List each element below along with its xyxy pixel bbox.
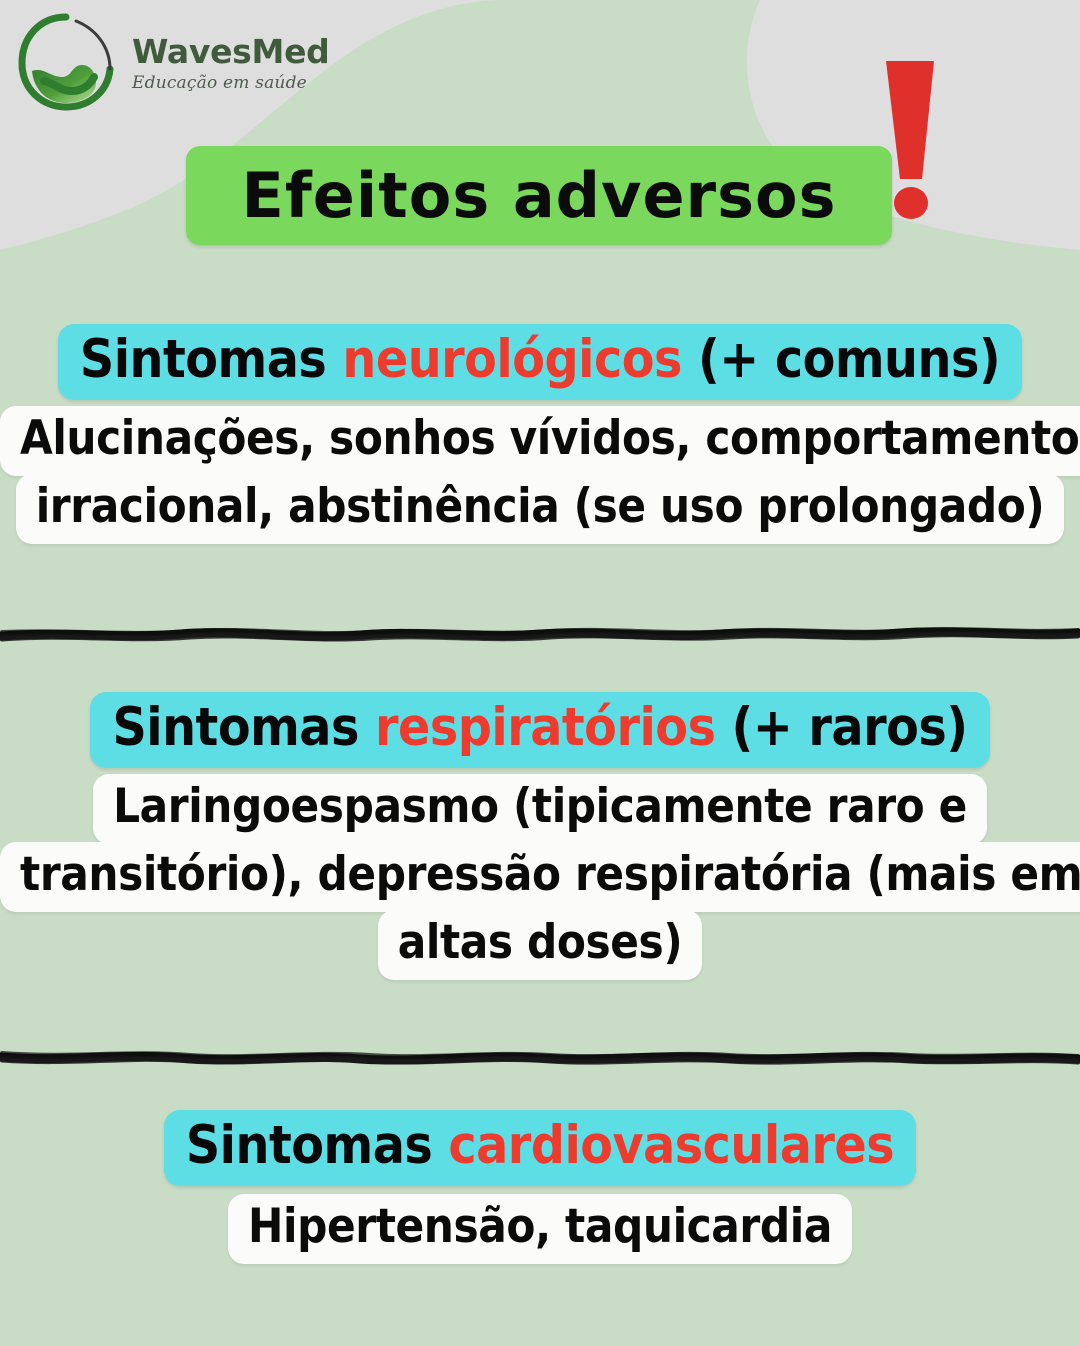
heading-suffix: (+ raros) (715, 697, 969, 758)
body-line: Hipertensão, taquicardia (228, 1194, 852, 1264)
body-line: altas doses) (377, 909, 703, 980)
heading-highlight: cardiovasculares (448, 1115, 895, 1176)
body-line-wrap: Alucinações, sonhos vívidos, comportamen… (0, 406, 1080, 476)
section-heading-row: Sintomas cardiovasculares (0, 1110, 1080, 1187)
heading-suffix: (+ comuns) (681, 329, 1001, 390)
section-body: Laringoespasmo (tipicamente raro e trans… (0, 774, 1080, 980)
section-heading-row: Sintomas neurológicos (+ comuns) (0, 324, 1080, 401)
heading-highlight: respiratórios (374, 697, 716, 758)
body-line-wrap: irracional, abstinência (se uso prolonga… (0, 473, 1080, 544)
body-line: Alucinações, sonhos vívidos, comportamen… (0, 406, 1080, 476)
body-line-wrap: Laringoespasmo (tipicamente raro e (0, 774, 1080, 844)
section-body: Hipertensão, taquicardia (0, 1194, 1080, 1264)
section-divider (0, 1044, 1080, 1070)
heading-prefix: Sintomas (79, 329, 343, 390)
section-neurologicos: Sintomas neurológicos (+ comuns) Alucina… (0, 324, 1080, 544)
body-line-wrap: altas doses) (0, 909, 1080, 980)
brand-logo: WavesMed Educação em saúde (10, 8, 410, 118)
heading-prefix: Sintomas (112, 697, 375, 758)
section-heading-row: Sintomas respiratórios (+ raros) (0, 692, 1080, 769)
page-title: Efeitos adversos (241, 159, 837, 232)
heading-pill: Sintomas respiratórios (+ raros) (90, 692, 990, 769)
brand-name: WavesMed (132, 31, 330, 71)
body-line: Laringoespasmo (tipicamente raro e (93, 774, 987, 844)
brand-tagline: Educação em saúde (132, 72, 307, 93)
heading-highlight: neurológicos (342, 329, 682, 390)
page-title-banner: Efeitos adversos (186, 146, 892, 245)
heading-pill: Sintomas neurológicos (+ comuns) (57, 324, 1023, 401)
body-line-wrap: Hipertensão, taquicardia (0, 1194, 1080, 1264)
section-divider (0, 622, 1080, 648)
section-body: Alucinações, sonhos vívidos, comportamen… (0, 406, 1080, 544)
heading-prefix: Sintomas (185, 1115, 449, 1176)
exclamation-mark-icon (878, 55, 948, 220)
body-line: irracional, abstinência (se uso prolonga… (15, 473, 1065, 544)
body-line: transitório), depressão respiratória (ma… (0, 841, 1080, 912)
wave-circle-logo-icon (10, 7, 122, 119)
heading-pill: Sintomas cardiovasculares (163, 1110, 917, 1187)
section-cardiovasculares: Sintomas cardiovasculares Hipertensão, t… (0, 1110, 1080, 1264)
body-line-wrap: transitório), depressão respiratória (ma… (0, 841, 1080, 912)
section-respiratorios: Sintomas respiratórios (+ raros) Laringo… (0, 692, 1080, 980)
